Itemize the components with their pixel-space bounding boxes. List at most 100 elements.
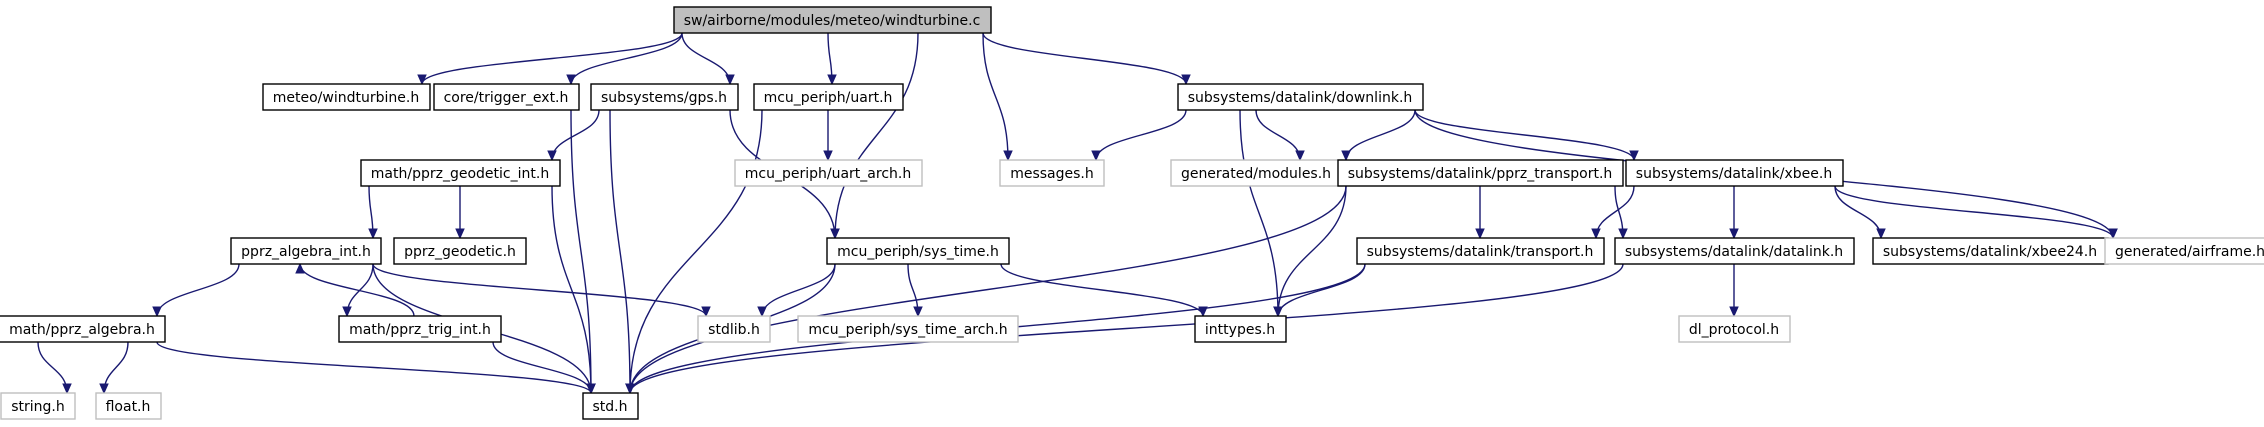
arrow-head bbox=[295, 262, 305, 274]
node-label: stdlib.h bbox=[708, 322, 760, 338]
arrow-head bbox=[368, 228, 378, 240]
arrow-head bbox=[1181, 74, 1191, 86]
node-windturbine-h[interactable]: meteo/windturbine.h bbox=[262, 83, 431, 111]
node-uart-arch[interactable]: mcu_periph/uart_arch.h bbox=[734, 159, 923, 187]
node-box bbox=[360, 159, 561, 187]
node-label: messages.h bbox=[1010, 166, 1094, 182]
edge-downlink-to-xbee bbox=[1414, 109, 1635, 161]
edge-downlink-to-pprz-transport bbox=[1345, 109, 1416, 161]
arrow-head bbox=[913, 306, 923, 318]
node-trig-int[interactable]: math/pprz_trig_int.h bbox=[338, 315, 502, 343]
node-gen-airframe[interactable]: generated/airframe.h bbox=[2104, 237, 2264, 265]
arrow-head bbox=[1876, 228, 1886, 240]
node-box bbox=[797, 315, 1019, 343]
edge-trig-int-to-algebra-int bbox=[299, 263, 415, 317]
arrow-head bbox=[566, 74, 576, 86]
node-xbee[interactable]: subsystems/datalink/xbee.h bbox=[1625, 159, 1844, 187]
node-box bbox=[230, 237, 382, 265]
arrow-head bbox=[725, 74, 735, 86]
node-algebra-int[interactable]: pprz_algebra_int.h bbox=[230, 237, 382, 265]
edge-root-to-messages bbox=[982, 32, 1009, 161]
node-xbee24[interactable]: subsystems/datalink/xbee24.h bbox=[1872, 237, 2109, 265]
node-label: generated/modules.h bbox=[1181, 166, 1331, 182]
edge-root-to-trigger-ext bbox=[570, 32, 683, 85]
edge-downlink-to-messages bbox=[1095, 109, 1187, 161]
edge-root-to-downlink bbox=[982, 32, 1187, 85]
node-gen-modules[interactable]: generated/modules.h bbox=[1170, 159, 1343, 187]
edge-gps-to-std bbox=[609, 109, 631, 394]
arrow-head bbox=[2108, 228, 2118, 240]
node-label: subsystems/datalink/pprz_transport.h bbox=[1348, 166, 1613, 182]
arrow-head bbox=[830, 228, 840, 240]
node-messages[interactable]: messages.h bbox=[999, 159, 1105, 187]
edge-algebra-int-to-algebra bbox=[156, 263, 240, 317]
node-sys-time[interactable]: mcu_periph/sys_time.h bbox=[826, 237, 1010, 265]
node-algebra[interactable]: math/pprz_algebra.h bbox=[0, 315, 166, 343]
node-label: std.h bbox=[593, 399, 628, 415]
node-label: inttypes.h bbox=[1205, 322, 1275, 338]
node-pprz-geodetic[interactable]: pprz_geodetic.h bbox=[393, 237, 527, 265]
node-label: subsystems/datalink/downlink.h bbox=[1188, 90, 1413, 106]
node-label: string.h bbox=[11, 399, 65, 415]
node-label: math/pprz_trig_int.h bbox=[349, 322, 491, 338]
node-sys-time-arch[interactable]: mcu_periph/sys_time_arch.h bbox=[797, 315, 1019, 343]
node-box bbox=[1356, 237, 1605, 265]
arrow-head bbox=[1091, 150, 1101, 162]
arrow-head bbox=[1729, 306, 1739, 318]
node-geodetic-int[interactable]: math/pprz_geodetic_int.h bbox=[360, 159, 561, 187]
arrow-head bbox=[417, 74, 427, 86]
node-label: subsystems/datalink/xbee24.h bbox=[1883, 244, 2097, 260]
edge-xbee-to-xbee24 bbox=[1834, 185, 1882, 239]
edge-pprz-transport-to-inttypes bbox=[1277, 185, 1347, 317]
node-dl-protocol[interactable]: dl_protocol.h bbox=[1678, 315, 1791, 343]
node-gps[interactable]: subsystems/gps.h bbox=[590, 83, 739, 111]
arrow-head bbox=[1629, 150, 1639, 162]
node-pprz-transport[interactable]: subsystems/datalink/pprz_transport.h bbox=[1337, 159, 1624, 187]
node-box bbox=[590, 83, 739, 111]
node-stdlib[interactable]: stdlib.h bbox=[697, 315, 771, 343]
node-datalink[interactable]: subsystems/datalink/datalink.h bbox=[1614, 237, 1855, 265]
arrow-head bbox=[455, 228, 465, 240]
arrow-head bbox=[99, 383, 109, 395]
node-label: math/pprz_algebra.h bbox=[9, 322, 155, 338]
node-box bbox=[697, 315, 771, 343]
node-label: mcu_periph/sys_time.h bbox=[837, 244, 999, 260]
node-downlink[interactable]: subsystems/datalink/downlink.h bbox=[1177, 83, 1424, 111]
arrow-head bbox=[1273, 306, 1283, 318]
node-float[interactable]: float.h bbox=[95, 392, 162, 420]
edge-root-to-sys-time bbox=[834, 32, 919, 239]
node-box bbox=[433, 83, 580, 111]
node-box bbox=[582, 392, 639, 420]
edge-sys-time-to-stdlib bbox=[761, 263, 836, 317]
edge-root-to-windturbine-h bbox=[421, 32, 683, 85]
edge-root-to-gps bbox=[681, 32, 731, 85]
node-box bbox=[393, 237, 527, 265]
node-transport[interactable]: subsystems/datalink/transport.h bbox=[1356, 237, 1605, 265]
node-box bbox=[262, 83, 431, 111]
node-std[interactable]: std.h bbox=[582, 392, 639, 420]
edge-algebra-to-string bbox=[37, 341, 68, 394]
edge-transport-to-inttypes bbox=[1277, 263, 1366, 317]
node-box bbox=[2104, 237, 2264, 265]
arrow-head bbox=[757, 306, 767, 318]
node-root[interactable]: sw/airborne/modules/meteo/windturbine.c bbox=[673, 6, 992, 34]
node-box bbox=[734, 159, 923, 187]
node-box bbox=[95, 392, 162, 420]
node-label: core/trigger_ext.h bbox=[444, 90, 569, 106]
arrow-head bbox=[827, 74, 837, 86]
node-label: pprz_geodetic.h bbox=[404, 244, 516, 260]
node-label: meteo/windturbine.h bbox=[273, 90, 419, 106]
node-inttypes[interactable]: inttypes.h bbox=[1194, 315, 1287, 343]
node-label: mcu_periph/uart_arch.h bbox=[745, 166, 911, 182]
node-box bbox=[753, 83, 904, 111]
node-label: mcu_periph/uart.h bbox=[764, 90, 893, 106]
node-box bbox=[1872, 237, 2109, 265]
arrow-head bbox=[62, 383, 72, 395]
arrow-head bbox=[342, 306, 352, 318]
arrow-head bbox=[823, 150, 833, 162]
node-trigger-ext[interactable]: core/trigger_ext.h bbox=[433, 83, 580, 111]
edge-algebra-to-std bbox=[156, 341, 592, 394]
node-uart[interactable]: mcu_periph/uart.h bbox=[753, 83, 904, 111]
arrow-head bbox=[547, 150, 557, 162]
node-string[interactable]: string.h bbox=[0, 392, 76, 420]
